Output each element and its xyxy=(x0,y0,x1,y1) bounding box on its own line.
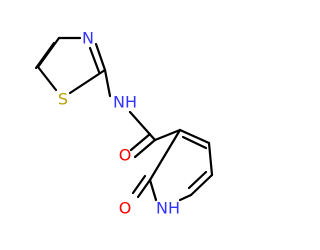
bond-thiazole-n3-c2 xyxy=(94,42,107,72)
bond-carbonyl-c-c3 xyxy=(153,128,182,142)
bond-c4-c5 xyxy=(207,141,214,177)
atom-label-amide-nh: NH xyxy=(113,93,137,112)
bond-carbonyl-c-o xyxy=(133,138,157,159)
bond-c2-o xyxy=(136,178,152,199)
bond-carbonyl-c-o-double xyxy=(129,132,152,152)
bond-c6-n1 xyxy=(178,193,193,202)
bond-c3-c4-double xyxy=(181,135,208,150)
atom-label-carbonyl-o: O xyxy=(119,146,132,165)
bond-thiazole-c4-c5-double xyxy=(34,41,56,70)
atom-label-pyridone-nh: NH xyxy=(156,199,180,218)
bond-c2-c3 xyxy=(148,128,182,182)
bond-n1-c2 xyxy=(148,178,158,202)
bond-thiazole-s1-c2 xyxy=(68,68,107,95)
atom-label-pyridone-o: O xyxy=(119,199,132,218)
atom-label-thiazole-s: S xyxy=(58,90,68,109)
bond-thiazole-n3-c2-double xyxy=(88,46,101,74)
atom-label-thiazole-n: N xyxy=(82,29,94,48)
bond-c2-o-double xyxy=(131,174,147,195)
bond-c2-nh xyxy=(103,68,112,98)
bond-c3-c4 xyxy=(178,128,211,145)
bond-nh-carbonyl-c xyxy=(128,110,157,142)
molecule-svg: N S NH O O NH xyxy=(34,29,214,218)
molecule-structure: N S NH O O NH xyxy=(34,29,214,218)
bond-c5-c6-double xyxy=(187,170,208,190)
bond-thiazole-c5-s1 xyxy=(36,65,58,92)
bond-c5-c6 xyxy=(189,173,214,197)
